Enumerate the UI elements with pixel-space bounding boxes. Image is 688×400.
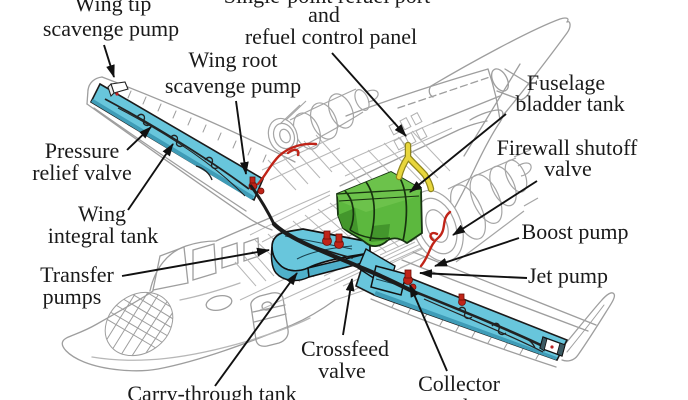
svg-text:relief valve: relief valve	[32, 160, 132, 185]
svg-text:Firewall shutoff: Firewall shutoff	[497, 135, 638, 160]
svg-text:Jet pump: Jet pump	[528, 263, 608, 288]
svg-text:bladder tank: bladder tank	[515, 91, 624, 116]
svg-text:valve: valve	[544, 156, 592, 181]
svg-text:Wing tip: Wing tip	[75, 0, 152, 16]
svg-text:valve: valve	[318, 358, 366, 383]
svg-text:scavenge pump: scavenge pump	[165, 73, 301, 98]
svg-text:refuel control panel: refuel control panel	[245, 24, 417, 49]
svg-text:Pressure: Pressure	[45, 138, 120, 163]
svg-text:scavenge pump: scavenge pump	[43, 16, 179, 41]
svg-text:Wing: Wing	[78, 201, 126, 226]
svg-text:Collector: Collector	[418, 371, 501, 396]
svg-text:Boost pump: Boost pump	[522, 219, 629, 244]
svg-text:Transfer: Transfer	[40, 262, 114, 287]
svg-text:integral tank: integral tank	[48, 223, 159, 248]
svg-text:pumps: pumps	[43, 284, 102, 309]
svg-text:Fuselage: Fuselage	[527, 70, 605, 95]
svg-text:Wing root: Wing root	[189, 47, 278, 72]
svg-text:Carry-through tank: Carry-through tank	[127, 381, 296, 400]
svg-text:Crossfeed: Crossfeed	[301, 336, 389, 361]
svg-text:Single-point refuel port: Single-point refuel port	[224, 0, 431, 8]
svg-text:and: and	[308, 2, 340, 27]
svg-text:tank: tank	[436, 394, 474, 400]
